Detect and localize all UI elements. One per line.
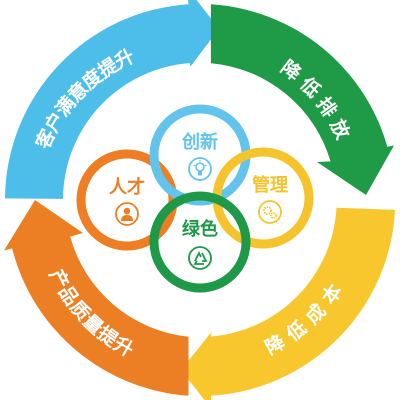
recycle-icon — [188, 246, 212, 270]
reduce-cost-arc — [181, 207, 395, 400]
talent-label: 人才 — [109, 176, 145, 198]
gears-icon — [258, 200, 282, 224]
quality-improvement-arc — [4, 200, 189, 396]
core-rings — [76, 104, 314, 293]
green-ring — [149, 191, 251, 293]
management-label: 管理 — [252, 174, 288, 196]
reduce-emission-arc — [210, 4, 394, 195]
customer-satisfaction-arc — [5, 0, 219, 199]
innovation-label: 创新 — [181, 131, 218, 153]
green-label: 绿色 — [182, 218, 218, 240]
innovation-ring — [149, 104, 251, 206]
person-icon — [115, 202, 139, 226]
management-ring — [212, 147, 314, 249]
lightbulb-icon — [188, 157, 212, 181]
